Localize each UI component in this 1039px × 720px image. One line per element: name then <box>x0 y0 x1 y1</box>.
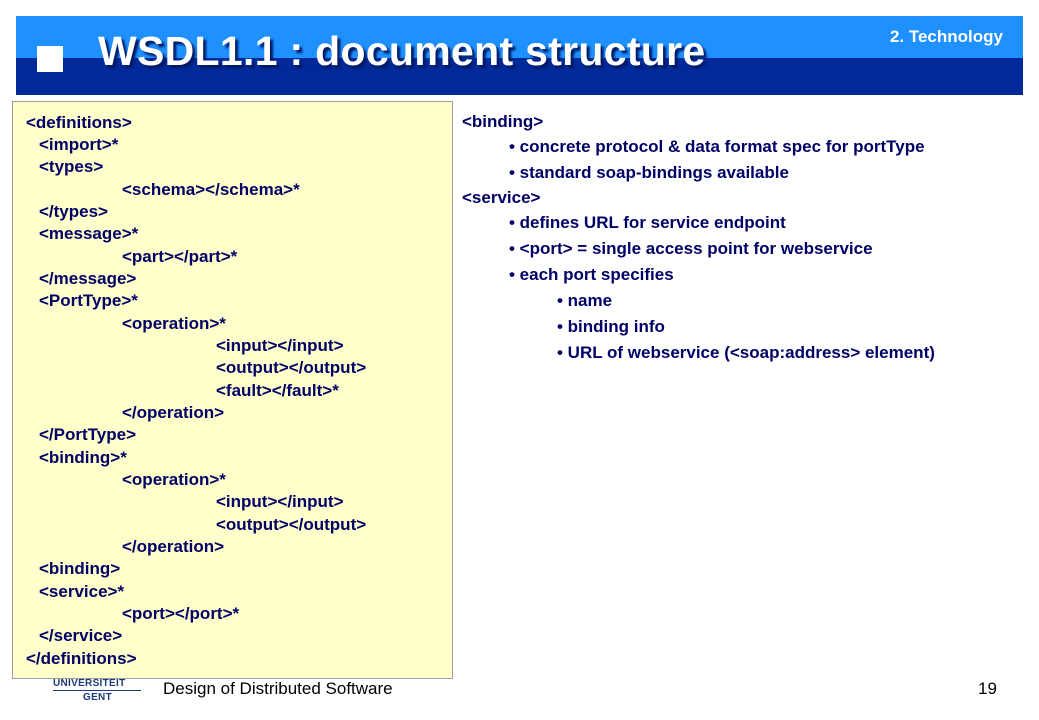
sub-bullet-item: • binding info <box>557 317 665 336</box>
sub-bullet-item: • name <box>557 291 613 310</box>
bullet-item: • <port> = single access point for webse… <box>509 239 873 258</box>
code-line: <operation>* <box>122 470 226 489</box>
footer-course-title: Design of Distributed Software <box>163 679 393 698</box>
section-label: 2. Technology <box>889 27 1003 46</box>
code-line: <input></input> <box>216 492 344 511</box>
header-band-dark <box>16 58 1023 95</box>
logo-rule <box>53 690 141 691</box>
code-line: <operation>* <box>122 314 226 333</box>
code-line: <schema></schema>* <box>122 180 300 199</box>
sub-bullet-item: • URL of webservice (<soap:address> elem… <box>557 343 935 362</box>
code-line: <output></output> <box>216 515 367 534</box>
bullet-item: • each port specifies <box>509 265 674 284</box>
code-line: </types> <box>39 202 108 221</box>
code-line: <import>* <box>39 135 119 154</box>
code-line: <fault></fault>* <box>216 381 339 400</box>
code-line: <message>* <box>39 224 139 243</box>
code-line: </operation> <box>122 403 225 422</box>
code-line: <output></output> <box>216 358 367 377</box>
code-line: </operation> <box>122 537 225 556</box>
header-band-light <box>16 16 1023 58</box>
code-line: <definitions> <box>26 113 132 132</box>
university-logo: UNIVERSITEIT GENT <box>53 676 143 706</box>
bullet-item: • defines URL for service endpoint <box>509 213 786 232</box>
page-number: 19 <box>978 679 997 698</box>
code-line: <input></input> <box>216 336 344 355</box>
code-line: </message> <box>39 269 137 288</box>
code-line: <service>* <box>39 582 125 601</box>
code-line: <binding> <box>39 559 121 578</box>
logo-text-line2: GENT <box>83 692 112 703</box>
code-line: </service> <box>39 626 123 645</box>
right-heading-binding: <binding> <box>462 112 544 131</box>
code-line: <binding>* <box>39 448 127 467</box>
code-line: </PortType> <box>39 425 136 444</box>
code-line: <PortType>* <box>39 291 138 310</box>
slide-title: WSDL1.1 : document structure <box>98 28 706 74</box>
code-line: <port></port>* <box>122 604 240 623</box>
right-heading-service: <service> <box>462 188 541 207</box>
title-bullet-square <box>37 46 63 72</box>
code-line: <types> <box>39 157 104 176</box>
code-line: <part></part>* <box>122 247 238 266</box>
bullet-item: • standard soap-bindings available <box>509 163 789 182</box>
logo-text-line1: UNIVERSITEIT <box>53 678 126 689</box>
code-box: <definitions> <import>* <types> <schema>… <box>12 101 453 679</box>
code-line: </definitions> <box>26 649 137 668</box>
bullet-item: • concrete protocol & data format spec f… <box>509 137 925 156</box>
